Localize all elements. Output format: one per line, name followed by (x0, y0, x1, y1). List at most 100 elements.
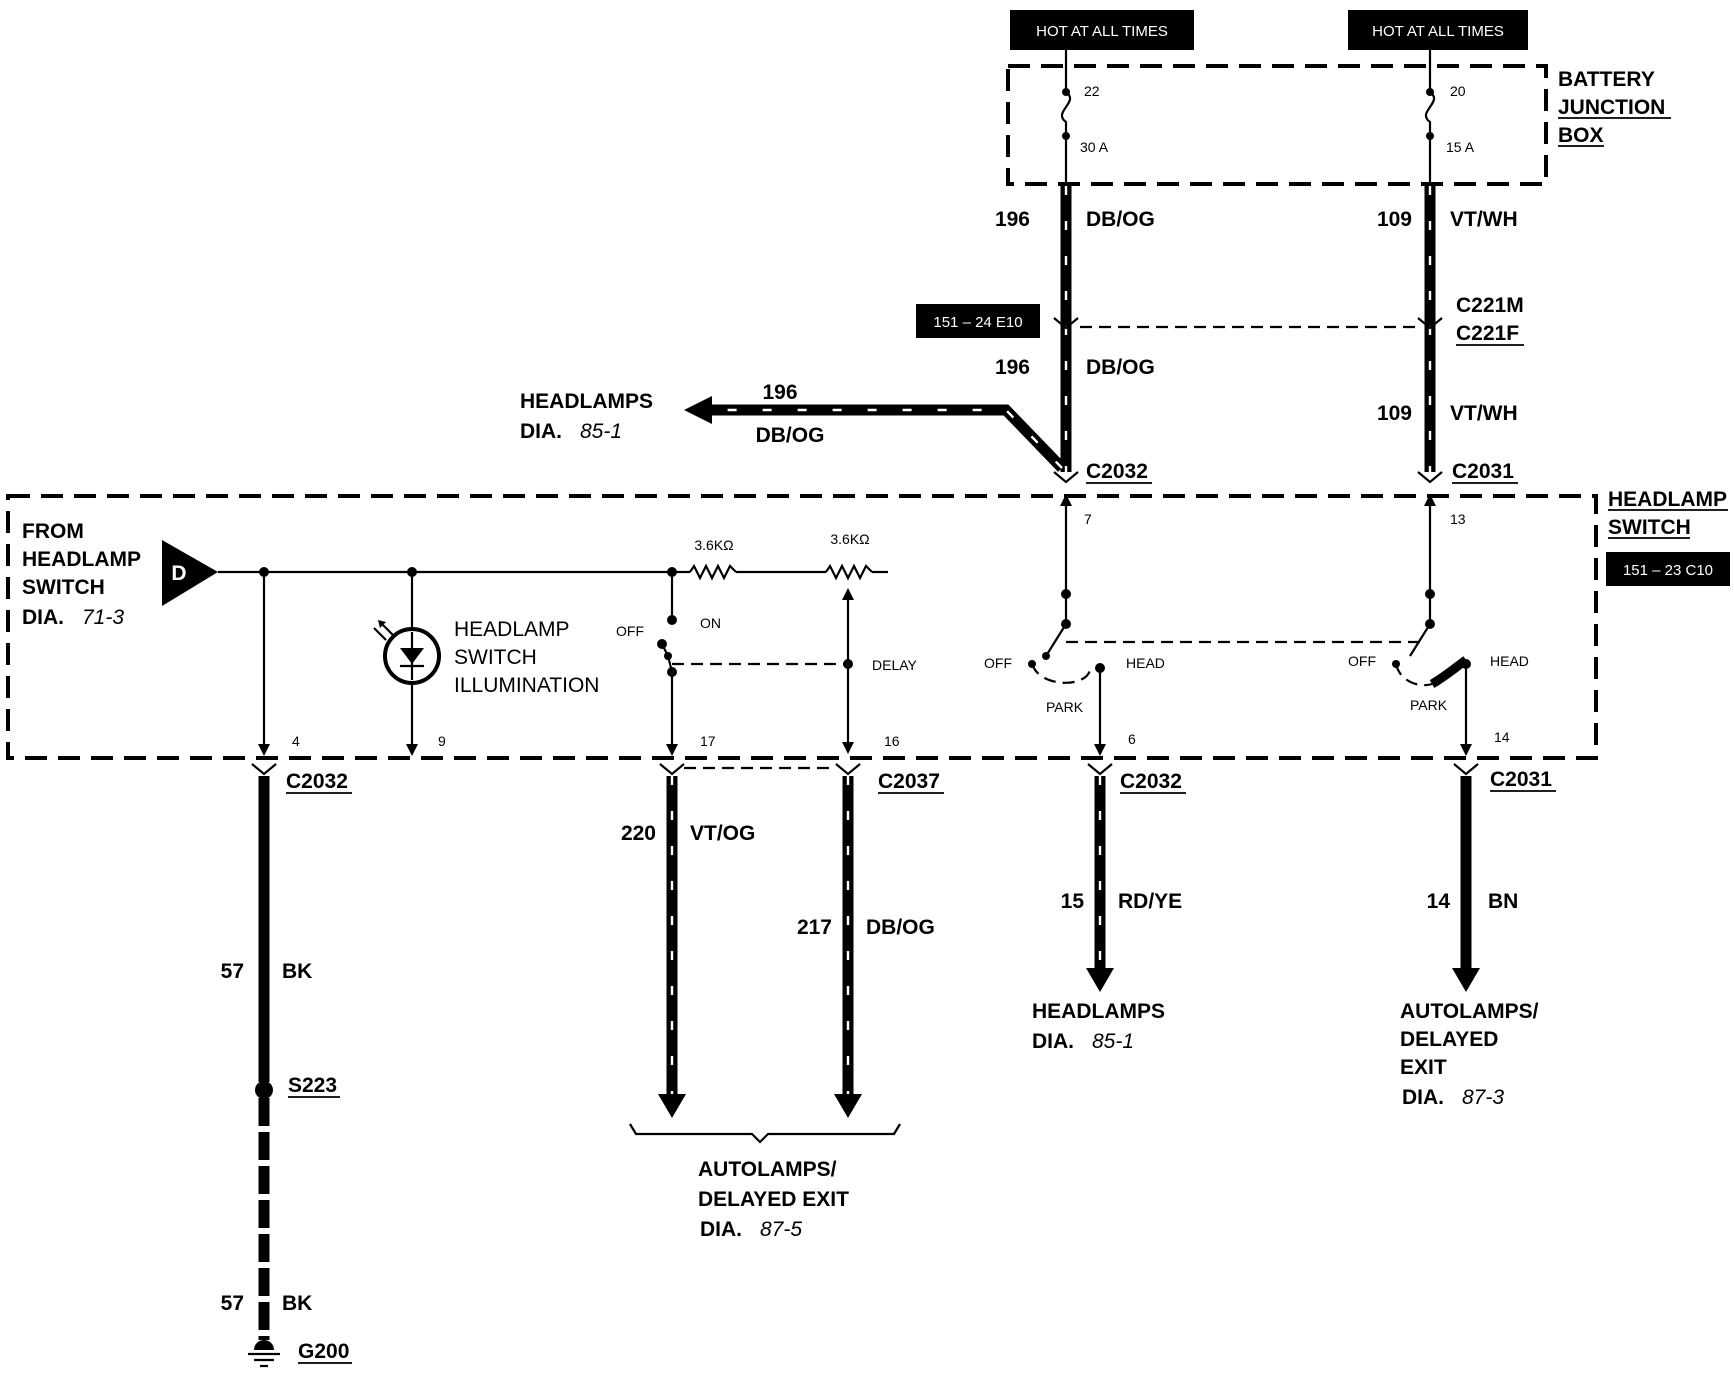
svg-text:BOX: BOX (1558, 124, 1604, 147)
switch-head-label-2: HEAD (1126, 655, 1165, 671)
svg-text:DIA.: DIA. (1402, 1086, 1444, 1109)
resistor-2 (825, 563, 873, 581)
ground-g200: G200 (298, 1340, 349, 1363)
ref-box-151-24-e10: 151 – 24 E10 (916, 304, 1040, 338)
resistor-1-value: 3.6KΩ (694, 537, 733, 553)
connector-c2032-bottom-mid: C2032 (1120, 770, 1182, 793)
headlamps-dia-85-1-top: HEADLAMPS DIA. 85-1 (520, 390, 653, 443)
svg-text:DIA.: DIA. (1032, 1030, 1074, 1053)
wire-217-color: DB/OG (866, 916, 935, 939)
svg-text:85-1: 85-1 (580, 420, 622, 443)
switch-off-label-3: OFF (1348, 653, 1376, 669)
wire-196-circuit-top: 196 (995, 208, 1030, 231)
svg-text:DIA.: DIA. (520, 420, 562, 443)
splice-s223: S223 (288, 1074, 337, 1097)
connector-c2037: C2037 (878, 770, 940, 793)
wire-196-headlamps-branch (684, 396, 1066, 472)
wire-196-branch-color: DB/OG (756, 424, 825, 447)
connector-c221 (1053, 317, 1443, 330)
wire-109-color-mid: VT/WH (1450, 402, 1518, 425)
svg-text:HEADLAMP: HEADLAMP (454, 618, 570, 641)
svg-text:DELAYED EXIT: DELAYED EXIT (698, 1188, 849, 1211)
wire-57-circuit-lower: 57 (221, 1292, 244, 1315)
wire-196-color-top: DB/OG (1086, 208, 1155, 231)
headlamp-switch-contacts-7-6 (1028, 494, 1420, 756)
pin-17: 17 (700, 733, 716, 749)
hot-at-all-times-label-left: HOT AT ALL TIMES (1010, 10, 1194, 50)
connector-c2032-top-symbol (1053, 471, 1443, 484)
wire-57-color: BK (282, 960, 312, 983)
svg-text:DIA.: DIA. (22, 606, 64, 629)
svg-text:SWITCH: SWITCH (454, 646, 537, 669)
svg-text:SWITCH: SWITCH (22, 576, 105, 599)
wire-196-branch-circuit: 196 (762, 381, 797, 404)
svg-text:DELAYED: DELAYED (1400, 1028, 1498, 1051)
connector-c221m: C221M (1456, 294, 1524, 317)
svg-text:FROM: FROM (22, 520, 84, 543)
headlamp-switch-box (6, 494, 1598, 760)
svg-text:87-5: 87-5 (760, 1218, 802, 1241)
svg-text:HEADLAMPS: HEADLAMPS (1032, 1000, 1165, 1023)
switch-head-label-3: HEAD (1490, 653, 1529, 669)
svg-text:87-3: 87-3 (1462, 1086, 1504, 1109)
wire-15-rd-ye (1086, 776, 1114, 992)
svg-text:HOT AT ALL TIMES: HOT AT ALL TIMES (1036, 23, 1168, 40)
switch-on-label: ON (700, 615, 721, 631)
battery-junction-box (1006, 64, 1548, 186)
svg-text:EXIT: EXIT (1400, 1056, 1447, 1079)
wire-14-color: BN (1488, 890, 1518, 913)
delay-switch (657, 572, 853, 756)
pin-4: 4 (292, 733, 300, 749)
switch-park-label-3: PARK (1410, 697, 1448, 713)
pin-9: 9 (438, 733, 446, 749)
headlamps-dia-85-1-bottom: HEADLAMPS DIA. 85-1 (1032, 1000, 1165, 1053)
svg-text:SWITCH: SWITCH (1608, 516, 1691, 539)
connector-c2032-bottom-left: C2032 (286, 770, 348, 793)
wire-15-circuit: 15 (1061, 890, 1085, 913)
svg-text:151 – 24 E10: 151 – 24 E10 (933, 314, 1022, 331)
autolamps-delayed-exit-dia-87-3: AUTOLAMPS/ DELAYED EXIT DIA. 87-3 (1400, 1000, 1539, 1109)
wire-57-color-lower: BK (282, 1292, 312, 1315)
fuse-20-number: 20 (1450, 83, 1466, 99)
ref-box-151-23-c10: 151 – 23 C10 (1606, 552, 1730, 586)
svg-text:DIA.: DIA. (700, 1218, 742, 1241)
svg-text:85-1: 85-1 (1092, 1030, 1134, 1053)
switch-off-label-1: OFF (616, 623, 644, 639)
resistor-2-value: 3.6KΩ (830, 531, 869, 547)
fuse-22-rating: 30 A (1080, 139, 1109, 155)
wire-15-color: RD/YE (1118, 890, 1182, 913)
bottom-connector-symbols (251, 763, 1479, 776)
svg-text:D: D (171, 562, 186, 585)
pin-6: 6 (1128, 731, 1136, 747)
fuse-20: 20 15 A (1424, 50, 1475, 186)
headlamp-switch-label: HEADLAMP SWITCH (1608, 488, 1728, 539)
svg-text:71-3: 71-3 (82, 606, 124, 629)
wire-196-circuit-mid: 196 (995, 356, 1030, 379)
headlamp-switch-contacts-13-14 (1392, 494, 1472, 756)
svg-text:JUNCTION: JUNCTION (1558, 96, 1665, 119)
connector-c221f: C221F (1456, 322, 1519, 345)
wire-109-circuit-top: 109 (1377, 208, 1412, 231)
wire-217-db-og (834, 776, 862, 1118)
wire-109-circuit-mid: 109 (1377, 402, 1412, 425)
svg-text:AUTOLAMPS/: AUTOLAMPS/ (1400, 1000, 1539, 1023)
wire-220-vt-og (658, 776, 686, 1118)
svg-text:151 – 23 C10: 151 – 23 C10 (1623, 562, 1713, 579)
wire-14-bn (1452, 776, 1480, 992)
fuse-22: 22 30 A (1060, 50, 1109, 186)
bracket-brace (629, 1123, 901, 1144)
pin-14: 14 (1494, 729, 1510, 745)
fuse-22-number: 22 (1084, 83, 1100, 99)
svg-text:HEADLAMP: HEADLAMP (22, 548, 141, 571)
connector-c2031-bottom: C2031 (1490, 768, 1552, 791)
wire-57-bk (255, 776, 273, 1340)
wire-220-color: VT/OG (690, 822, 755, 845)
pin-16-line (842, 588, 854, 754)
switch-delay-label: DELAY (872, 657, 918, 673)
pin-7: 7 (1084, 511, 1092, 527)
hot-at-all-times-label-right: HOT AT ALL TIMES (1348, 10, 1528, 50)
autolamps-delayed-exit-dia-87-5: AUTOLAMPS/ DELAYED EXIT DIA. 87-5 (698, 1158, 849, 1241)
connector-c2032-top: C2032 (1086, 460, 1148, 483)
svg-text:BATTERY: BATTERY (1558, 68, 1655, 91)
